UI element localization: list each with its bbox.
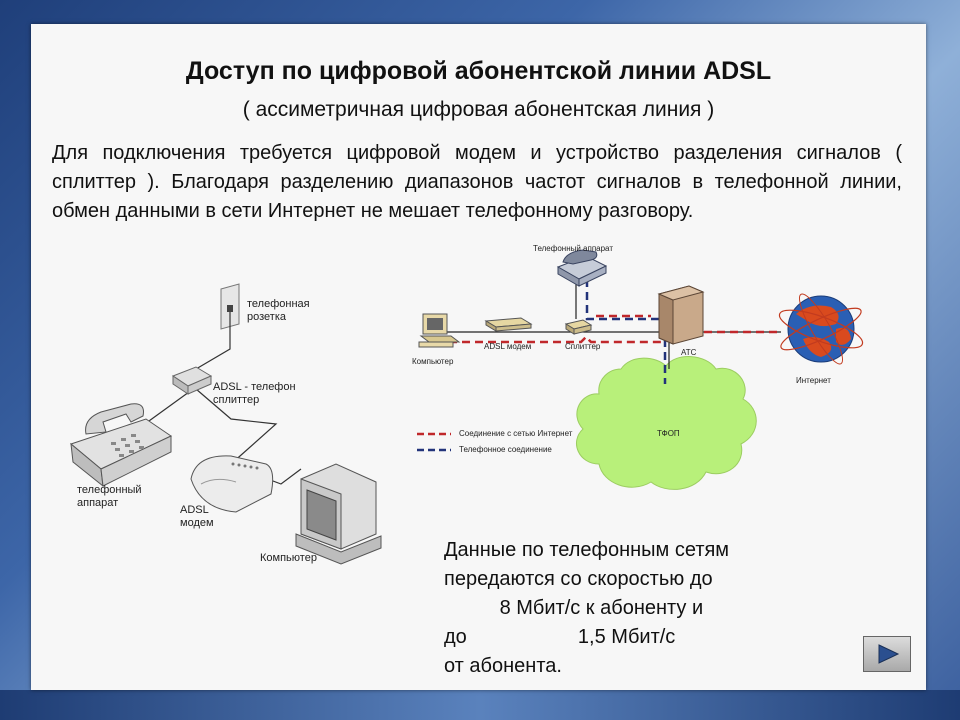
telephone-device — [69, 403, 173, 488]
exchange-building — [657, 285, 705, 345]
socket-label: телефонная розетка — [247, 298, 310, 324]
splitter-label-line2: сплиттер — [213, 394, 260, 406]
pstn-cloud — [576, 356, 757, 490]
phone-label-line1: телефонный — [77, 484, 142, 496]
slide-title: Доступ по цифровой абонентской линии ADS… — [185, 57, 772, 85]
modem-label: ADSL модем — [180, 504, 214, 530]
speed-line-4: до 1,5 Мбит/с — [444, 626, 676, 648]
speed-line-1: Данные по телефонным сетям — [444, 539, 730, 561]
legend-internet-text: Соединение с сетью Интернет — [459, 429, 573, 438]
phone-label-line2: аппарат — [77, 497, 119, 509]
splitter-label-line1: ADSL - телефон — [213, 381, 296, 393]
computer-label: Компьютер — [260, 552, 317, 564]
next-slide-button[interactable] — [863, 636, 911, 672]
right-exchange-label: АТС — [681, 348, 697, 357]
internet-globe — [778, 293, 864, 365]
computer-device — [295, 463, 382, 565]
background-streak — [0, 690, 960, 720]
legend-phone-text: Телефонное соединение — [459, 445, 552, 454]
wall-socket — [220, 283, 240, 330]
left-diagram — [69, 283, 382, 565]
right-network-label: ТФОП — [657, 429, 680, 438]
slide-subtitle: ( ассиметричная цифровая абонентская лин… — [242, 98, 715, 121]
right-telephone-device — [556, 249, 608, 287]
speed-line-2: передаются со скоростью до — [444, 568, 713, 590]
right-modem-device — [484, 317, 533, 332]
modem-cable — [195, 388, 278, 465]
right-internet-label: Интернет — [796, 376, 831, 385]
modem-label-line2: модем — [180, 517, 214, 529]
speed-line-5: от абонента. — [444, 655, 562, 677]
right-computer-label: Компьютер — [412, 357, 454, 366]
right-computer-device — [418, 313, 461, 348]
right-diagram — [417, 249, 864, 490]
socket-label-line2: розетка — [247, 311, 286, 323]
intro-paragraph: Для подключения требуется цифровой модем… — [52, 142, 902, 222]
right-modem-label: ADSL модем — [484, 342, 532, 351]
internet-path-left — [436, 335, 661, 344]
modem-label-line1: ADSL — [180, 504, 209, 516]
phone-label: телефонный аппарат — [77, 484, 142, 510]
splitter-device — [171, 366, 213, 395]
right-splitter-device — [564, 319, 593, 335]
play-next-icon — [878, 644, 900, 664]
splitter-label: ADSL - телефон сплиттер — [213, 381, 296, 407]
speed-text: Данные по телефонным сетям передаются со… — [444, 536, 804, 681]
socket-label-line1: телефонная — [247, 298, 310, 310]
adsl-modem-device — [190, 455, 274, 513]
slide-panel: Доступ по цифровой абонентской линии ADS… — [31, 24, 926, 690]
right-splitter-label: Сплиттер — [565, 342, 601, 351]
speed-line-3: 8 Мбит/с к абоненту и — [444, 597, 704, 619]
right-phone-label: Телефонный аппарат — [533, 244, 613, 253]
phone-path — [585, 279, 661, 321]
